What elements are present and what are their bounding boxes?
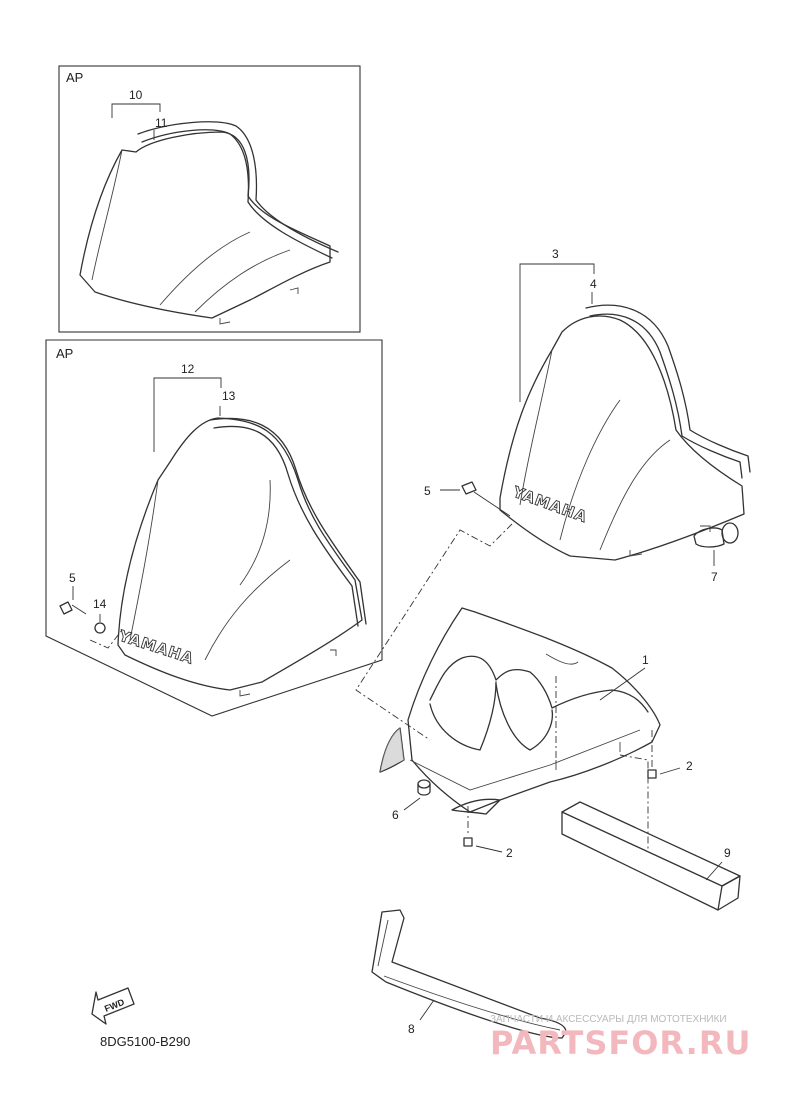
diagram-code: 8DG5100-B290 — [100, 1034, 190, 1049]
bolt-2-lower: 2 — [463, 806, 513, 860]
part-number-7: 7 — [711, 570, 718, 584]
bracket-14: 14 — [89, 597, 123, 649]
ap-box-top: AP — [58, 65, 361, 333]
part-number-13: 13 — [222, 389, 236, 403]
part-number-6: 6 — [392, 808, 399, 822]
strip-8: 8 — [371, 909, 567, 1039]
cowl-panel-1: 1 — [379, 607, 661, 815]
watermark: ЗАПЧАСТИ И АКСЕССУАРЫ ДЛЯ МОТОТЕХНИКИ PA… — [490, 1014, 751, 1062]
watermark-site: PARTSFOR.RU — [490, 1024, 751, 1062]
part-number-10: 10 — [129, 88, 143, 102]
part-number-8: 8 — [408, 1022, 415, 1036]
yamaha-logo-right: YAMAHA — [510, 483, 590, 527]
screw-5-right: 5 — [424, 481, 511, 517]
part-number-1: 1 — [642, 653, 649, 667]
screw-5-left: 5 — [59, 571, 87, 615]
part-number-12: 12 — [181, 362, 195, 376]
part-number-2-lower: 2 — [506, 846, 513, 860]
callout-3-4: 3 4 — [519, 247, 597, 402]
ap-box-left: AP — [45, 339, 383, 717]
bolt-2-upper: 2 — [647, 730, 693, 779]
part-number-3: 3 — [552, 247, 559, 261]
clip-7: 7 — [693, 522, 739, 584]
attachment-line — [355, 523, 513, 741]
part-number-5-right: 5 — [424, 484, 431, 498]
part-number-14: 14 — [93, 597, 107, 611]
cowl-centerline — [555, 676, 649, 852]
ap-label-top: AP — [66, 70, 83, 85]
part-number-9: 9 — [724, 846, 731, 860]
windshield-top — [79, 121, 339, 325]
watermark-tagline: ЗАПЧАСТИ И АКСЕССУАРЫ ДЛЯ МОТОТЕХНИКИ — [490, 1014, 727, 1025]
part-number-5-left: 5 — [69, 571, 76, 585]
part-number-11: 11 — [155, 116, 168, 130]
yamaha-logo-left: YAMAHA — [116, 626, 196, 667]
part-number-4: 4 — [590, 277, 597, 291]
callout-12-13: 12 13 — [153, 362, 236, 452]
part-number-2-upper: 2 — [686, 759, 693, 773]
grommet-6: 6 — [392, 779, 431, 822]
windshield-right: YAMAHA — [499, 304, 751, 561]
foam-block-9: 9 — [561, 801, 741, 911]
callout-10-11: 10 11 — [111, 88, 168, 140]
fwd-arrow: FWD — [91, 987, 135, 1025]
ap-label-left: AP — [56, 346, 73, 361]
windshield-left: YAMAHA — [115, 417, 367, 697]
